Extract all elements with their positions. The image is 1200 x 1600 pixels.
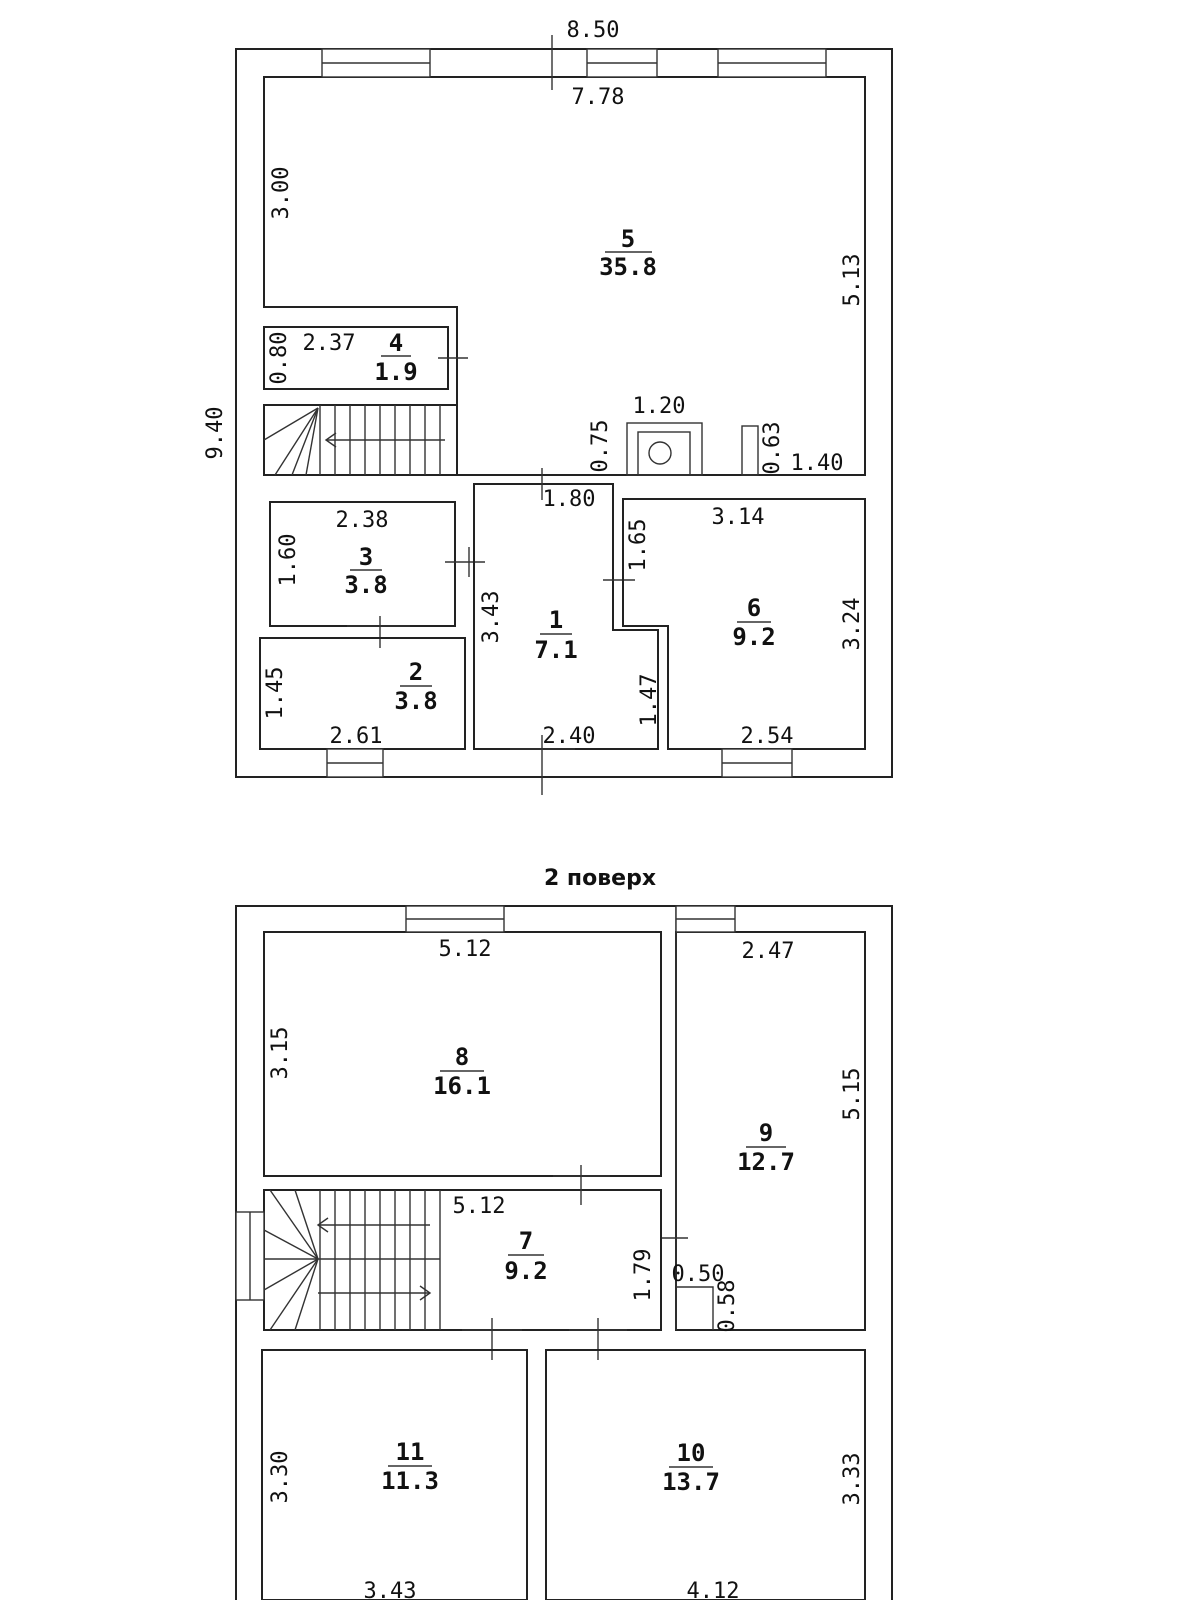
room-2-width: 2.61 <box>330 724 383 749</box>
room-9-width: 2.47 <box>742 939 795 964</box>
floor1-outer-wall <box>235 48 893 778</box>
room-7-area: 9.2 <box>504 1257 547 1285</box>
room-5-height-left: 3.00 <box>269 167 294 220</box>
room-10-width: 4.12 <box>687 1579 740 1600</box>
room-3-area: 3.8 <box>344 571 387 599</box>
niche-depth-label: 0.63 <box>760 422 785 475</box>
room-10-number: 10 <box>677 1439 706 1467</box>
room-10-outline <box>545 1349 866 1600</box>
room-5-width: 7.78 <box>572 85 625 110</box>
recess-width-label: 0.50 <box>672 1262 725 1287</box>
overall-height-label: 9.40 <box>203 407 228 460</box>
room-1-width-bottom: 2.40 <box>543 724 596 749</box>
floor-2: 5.12 3.15 8 16.1 2.47 5.15 9 12.7 0.50 0… <box>235 905 893 1600</box>
room-2-area: 3.8 <box>394 687 437 715</box>
stairs-floor1 <box>263 404 458 476</box>
room-1-area: 7.1 <box>534 636 577 664</box>
room-4-number: 4 <box>389 329 403 357</box>
room-5-height-right: 5.13 <box>840 254 865 307</box>
room-6-area: 9.2 <box>732 623 775 651</box>
room-9-area: 12.7 <box>737 1148 795 1176</box>
niche <box>741 425 759 476</box>
room-1-height-notch: 1.47 <box>637 674 662 727</box>
room-11-number: 11 <box>396 1438 425 1466</box>
room-6-height-notch: 1.65 <box>626 519 651 572</box>
room-11-area: 11.3 <box>381 1467 439 1495</box>
room-8-area: 16.1 <box>433 1072 491 1100</box>
room-9-number: 9 <box>759 1119 773 1147</box>
room-6-number: 6 <box>747 594 761 622</box>
recess-depth-label: 0.58 <box>715 1280 740 1333</box>
room-6-outline <box>622 498 866 750</box>
room-5-outline <box>263 76 866 476</box>
fireplace-depth-label: 0.75 <box>588 420 613 473</box>
fireplace-inner <box>637 431 691 476</box>
room-3-number: 3 <box>359 543 373 571</box>
room-8-number: 8 <box>455 1043 469 1071</box>
room-4-area: 1.9 <box>374 358 417 386</box>
room-6-width-bottom: 2.54 <box>741 724 794 749</box>
room-4-width: 2.37 <box>303 331 356 356</box>
room-3-width: 2.38 <box>336 508 389 533</box>
room-2-height: 1.45 <box>263 667 288 720</box>
fireplace-flue <box>648 441 672 465</box>
room-7-number: 7 <box>519 1227 533 1255</box>
room-10-height: 3.33 <box>840 1453 865 1506</box>
room-3-height: 1.60 <box>276 534 301 587</box>
room-1-number: 1 <box>549 606 563 634</box>
room-6-height: 3.24 <box>840 598 865 651</box>
overall-width-label: 8.50 <box>567 18 620 43</box>
room-11-height: 3.30 <box>268 1451 293 1504</box>
room-1-outline <box>473 483 659 750</box>
room-7-width: 5.12 <box>453 1194 506 1219</box>
room-5-area: 35.8 <box>599 253 657 281</box>
room-7-height: 1.79 <box>631 1249 656 1302</box>
fireplace-width-label: 1.20 <box>633 394 686 419</box>
niche-width-label: 1.40 <box>791 451 844 476</box>
room-5-number: 5 <box>621 225 635 253</box>
floor-2-title: 2 поверх <box>543 866 657 891</box>
stairs-floor2 <box>263 1189 441 1331</box>
room-1-width-top: 1.80 <box>543 487 596 512</box>
room-8-height: 3.15 <box>268 1027 293 1080</box>
room-9-height: 5.15 <box>840 1068 865 1121</box>
room-11-width: 3.43 <box>364 1579 417 1600</box>
room-4-height: 0.80 <box>267 332 292 385</box>
room-11-outline <box>261 1349 528 1600</box>
room-10-area: 13.7 <box>662 1468 720 1496</box>
room-8-width: 5.12 <box>439 937 492 962</box>
room-1-height: 3.43 <box>479 591 504 644</box>
room-2-number: 2 <box>409 658 423 686</box>
room-6-width-top: 3.14 <box>712 505 765 530</box>
floor-1: 8.50 9.40 7.78 3.00 5.13 5 35.8 1.20 0.7… <box>203 18 893 795</box>
